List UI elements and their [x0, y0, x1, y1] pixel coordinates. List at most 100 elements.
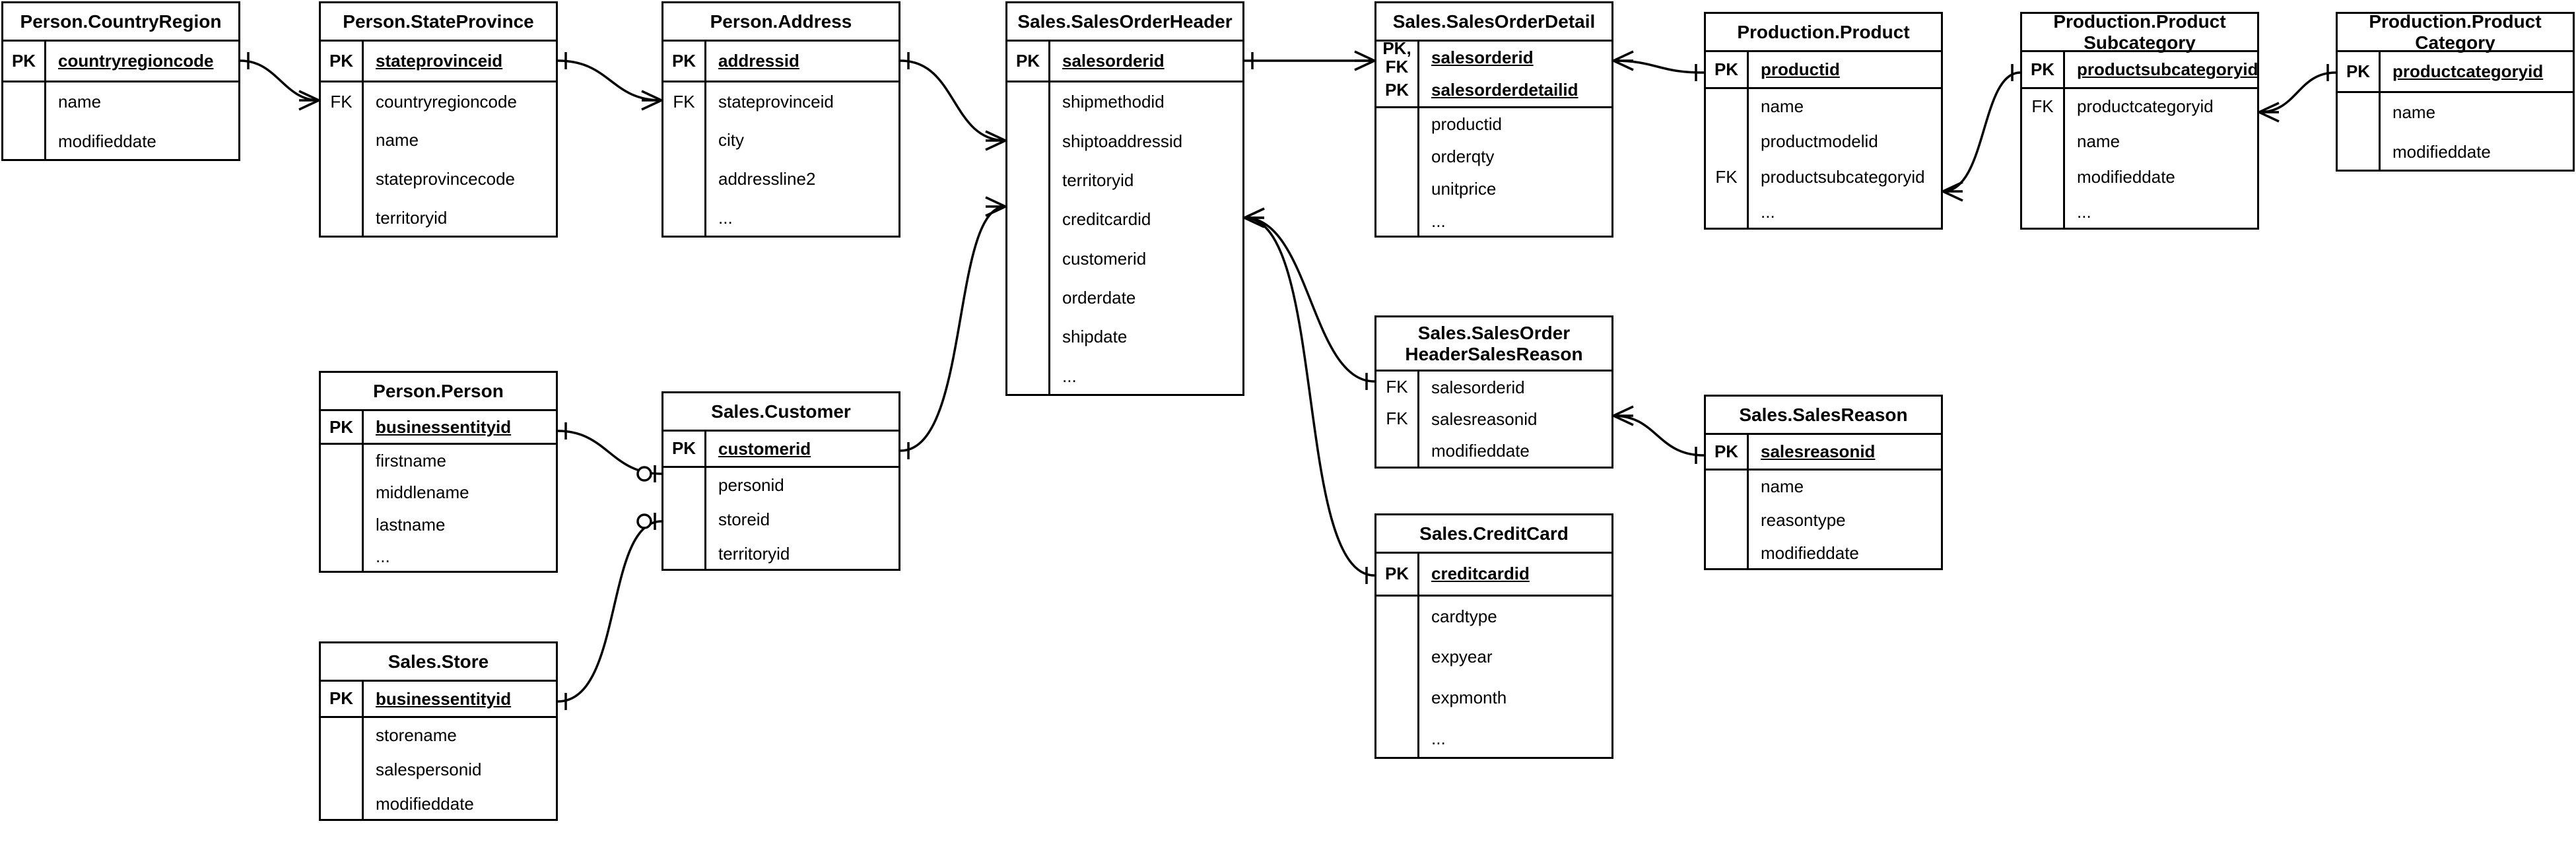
field-key-label	[321, 718, 364, 752]
entity-field-row[interactable]: ...	[321, 540, 556, 573]
entity-field-row[interactable]: cardtype	[1376, 596, 1611, 637]
entity-field-row[interactable]: productid	[1376, 108, 1611, 141]
entity-field-row[interactable]: salespersonid	[321, 752, 556, 787]
entity-field-row[interactable]: name	[321, 121, 556, 160]
entity-field-row[interactable]: modifieddate	[2338, 132, 2573, 172]
entity-field-row[interactable]: stateprovincecode	[321, 160, 556, 199]
entity-field-row[interactable]: PK,FK salesorderid	[1376, 39, 1611, 75]
entity-field-row[interactable]: personid	[663, 468, 898, 502]
field-name: unitprice	[1431, 179, 1497, 199]
entity-field-row[interactable]: modifieddate	[1706, 537, 1941, 570]
entity-field-row[interactable]: middlename	[321, 476, 556, 509]
relationship-edge	[557, 513, 662, 710]
entity-field-row[interactable]: creditcardid	[1007, 200, 1242, 240]
field-key-label: PK,FK	[1376, 39, 1419, 75]
entity-field-row[interactable]: productmodelid	[1706, 124, 1941, 160]
entity-field-row[interactable]: ...	[1007, 356, 1242, 396]
entity-field-row[interactable]: name	[1706, 89, 1941, 125]
entity-field-row[interactable]: unitprice	[1376, 173, 1611, 205]
entity-field-row[interactable]: storeid	[663, 502, 898, 537]
entity-field-row[interactable]: modifieddate	[1376, 435, 1611, 467]
field-name: territoryid	[718, 543, 790, 564]
entity-field-row[interactable]: ...	[1706, 194, 1941, 230]
entity-field-row[interactable]: reasontype	[1706, 504, 1941, 537]
entity-title: Sales.SalesReason	[1706, 397, 1941, 435]
entity-title: Sales.Customer	[663, 393, 898, 432]
entity-field-row[interactable]: ...	[663, 199, 898, 238]
field-name: businessentityid	[376, 416, 512, 437]
entity-field-row[interactable]: territoryid	[321, 199, 556, 238]
entity-field-row[interactable]: shiptoaddressid	[1007, 121, 1242, 161]
entity-field-row[interactable]: firstname	[321, 445, 556, 477]
entity-field-row[interactable]: ...	[1376, 205, 1611, 238]
field-key-label	[663, 199, 706, 238]
entity-field-row[interactable]: name	[2338, 93, 2573, 133]
field-key-label	[1376, 205, 1419, 238]
entity-field-row[interactable]: customerid	[1007, 239, 1242, 278]
entity-field-row[interactable]: modifieddate	[2022, 159, 2257, 195]
entity-field-row[interactable]: storename	[321, 718, 556, 752]
entity-field-row[interactable]: territoryid	[663, 537, 898, 571]
entity-field-row[interactable]: ...	[1376, 718, 1611, 759]
entity-field-row[interactable]: territoryid	[1007, 160, 1242, 201]
entity-field-row[interactable]: addressline2	[663, 160, 898, 199]
entity-field-row[interactable]: expmonth	[1376, 677, 1611, 719]
entity-field-row[interactable]: modifieddate	[3, 121, 238, 161]
entity-field-row[interactable]: orderdate	[1007, 278, 1242, 318]
entity-field-row[interactable]: shipdate	[1007, 317, 1242, 357]
entity-field-row[interactable]: lastname	[321, 509, 556, 541]
entity-field-row[interactable]: city	[663, 121, 898, 160]
entity-field-row[interactable]: modifieddate	[321, 787, 556, 821]
entity-field-row[interactable]: ...	[2022, 194, 2257, 230]
field-name: ...	[376, 546, 390, 567]
entity-field-row[interactable]: name	[1706, 470, 1941, 504]
field-name: modifieddate	[2077, 166, 2175, 187]
field-name: customerid	[1062, 248, 1147, 269]
entity-field-row[interactable]: expyear	[1376, 637, 1611, 678]
entity-field-row[interactable]: orderqty	[1376, 141, 1611, 173]
entity-field-row[interactable]: shipmethodid	[1007, 82, 1242, 122]
field-name: salesorderid	[1431, 48, 1534, 67]
entity-field-row[interactable]: name	[2022, 124, 2257, 160]
field-key-label	[1007, 160, 1050, 201]
field-name: salesorderid	[1431, 377, 1525, 397]
field-name: ...	[718, 208, 733, 228]
entity-field-row[interactable]: name	[3, 82, 238, 122]
